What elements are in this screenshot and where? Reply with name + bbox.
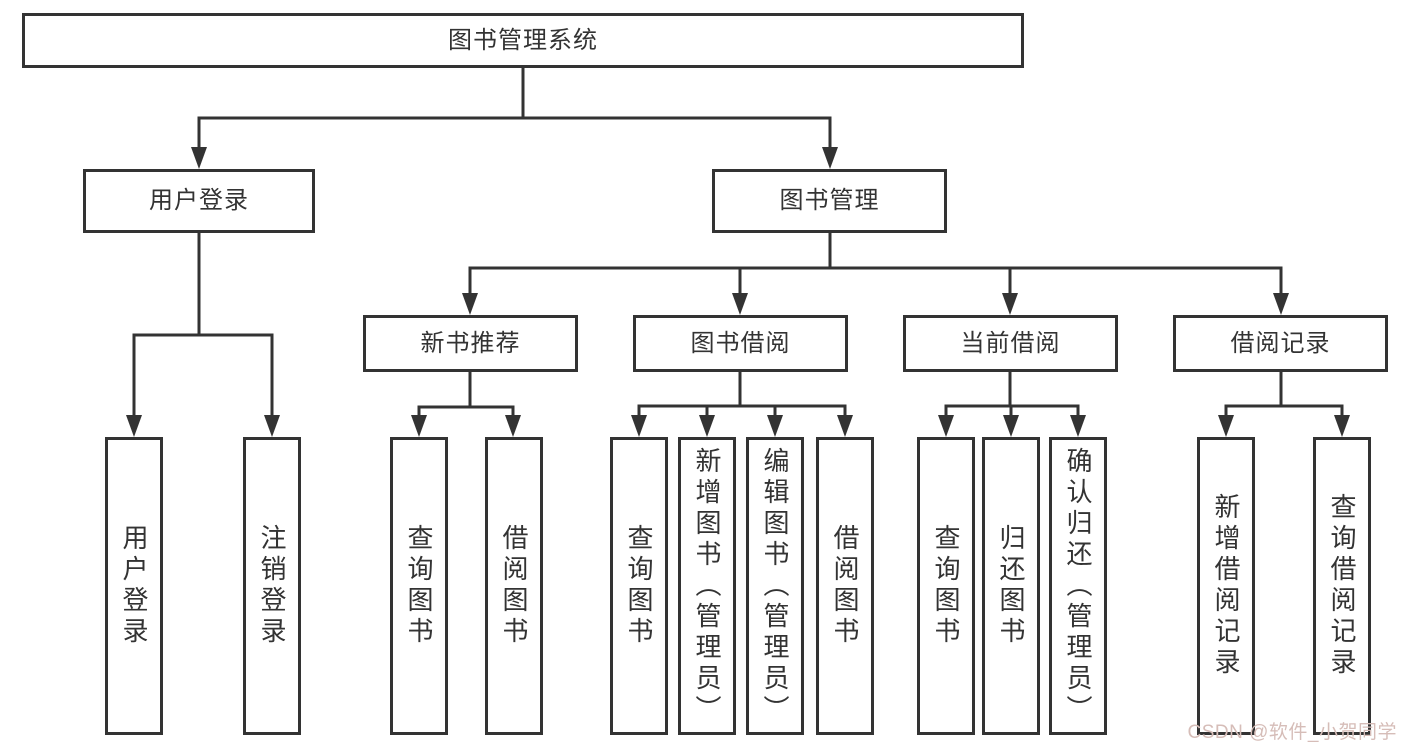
leaf-borrow-books: 借阅图书 xyxy=(816,437,874,735)
leaf-query-books-current: 查询图书 xyxy=(917,437,975,735)
node-borrow-records: 借阅记录 xyxy=(1173,315,1388,372)
node-new-book-recommend-label: 新书推荐 xyxy=(420,329,521,357)
connector-borrowrecords-rail xyxy=(1224,404,1344,417)
node-book-borrow-label: 图书借阅 xyxy=(690,329,791,357)
leaf-user-login-label: 用户登录 xyxy=(119,524,149,648)
connector-bookmgmt-rail xyxy=(468,266,1283,295)
connector-bookborrow-rail xyxy=(637,404,847,417)
arrowhead xyxy=(126,415,142,437)
leaf-edit-book-admin: 编辑图书（管理员） xyxy=(746,437,804,735)
leaf-query-books-borrow-label: 查询图书 xyxy=(624,524,654,648)
connector-userlogin-rail xyxy=(132,333,274,417)
leaf-logout-label: 注销登录 xyxy=(257,524,287,648)
arrowhead xyxy=(767,415,783,437)
node-current-borrow-label: 当前借阅 xyxy=(960,329,1061,357)
node-book-management: 图书管理 xyxy=(712,169,947,233)
arrowhead xyxy=(1070,415,1086,437)
leaf-confirm-return-admin: 确认归还（管理员） xyxy=(1049,437,1107,735)
node-root: 图书管理系统 xyxy=(22,13,1024,68)
leaf-add-book-admin: 新增图书（管理员） xyxy=(678,437,736,735)
node-book-borrow: 图书借阅 xyxy=(633,315,848,372)
leaf-logout: 注销登录 xyxy=(243,437,301,735)
arrowhead xyxy=(938,415,954,437)
leaf-query-borrow-record: 查询借阅记录 xyxy=(1313,437,1371,735)
arrowhead xyxy=(699,415,715,437)
arrowhead xyxy=(837,415,853,437)
leaf-query-books-recommend: 查询图书 xyxy=(390,437,448,735)
leaf-add-borrow-record-label: 新增借阅记录 xyxy=(1211,493,1241,679)
leaf-query-books-borrow: 查询图书 xyxy=(610,437,668,735)
connector-root-rail xyxy=(197,116,832,149)
leaf-add-borrow-record: 新增借阅记录 xyxy=(1197,437,1255,735)
arrowhead xyxy=(822,147,838,169)
arrowhead xyxy=(264,415,280,437)
leaf-edit-book-admin-label: 编辑图书（管理员） xyxy=(760,446,790,726)
arrowhead xyxy=(732,293,748,315)
node-book-management-label: 图书管理 xyxy=(779,187,880,214)
leaf-borrow-books-label: 借阅图书 xyxy=(830,524,860,648)
node-borrow-records-label: 借阅记录 xyxy=(1230,329,1331,357)
arrowhead xyxy=(462,293,478,315)
arrowhead xyxy=(191,147,207,169)
leaf-user-login: 用户登录 xyxy=(105,437,163,735)
csdn-watermark: CSDN @软件_小贺同学 xyxy=(1187,722,1397,743)
arrowhead xyxy=(631,415,647,437)
leaf-return-book-label: 归还图书 xyxy=(996,524,1026,648)
leaf-borrow-books-recommend-label: 借阅图书 xyxy=(499,524,529,648)
arrowhead xyxy=(1218,415,1234,437)
leaf-borrow-books-recommend: 借阅图书 xyxy=(485,437,543,735)
arrowhead xyxy=(1002,293,1018,315)
leaf-return-book: 归还图书 xyxy=(982,437,1040,735)
leaf-query-books-recommend-label: 查询图书 xyxy=(404,524,434,648)
leaf-query-books-current-label: 查询图书 xyxy=(931,524,961,648)
node-new-book-recommend: 新书推荐 xyxy=(363,315,578,372)
arrowhead xyxy=(1273,293,1289,315)
node-user-login-label: 用户登录 xyxy=(149,187,249,214)
arrowhead xyxy=(411,415,427,437)
arrowhead xyxy=(505,415,521,437)
connector-newbook-rail xyxy=(417,405,515,417)
leaf-query-borrow-record-label: 查询借阅记录 xyxy=(1327,493,1357,679)
arrowhead xyxy=(1003,415,1019,437)
leaf-confirm-return-admin-label: 确认归还（管理员） xyxy=(1063,446,1093,726)
node-current-borrow: 当前借阅 xyxy=(903,315,1118,372)
node-root-label: 图书管理系统 xyxy=(448,26,598,54)
arrowhead xyxy=(1334,415,1350,437)
arrowheads xyxy=(126,147,1350,437)
leaf-add-book-admin-label: 新增图书（管理员） xyxy=(692,446,722,726)
node-user-login: 用户登录 xyxy=(83,169,315,233)
